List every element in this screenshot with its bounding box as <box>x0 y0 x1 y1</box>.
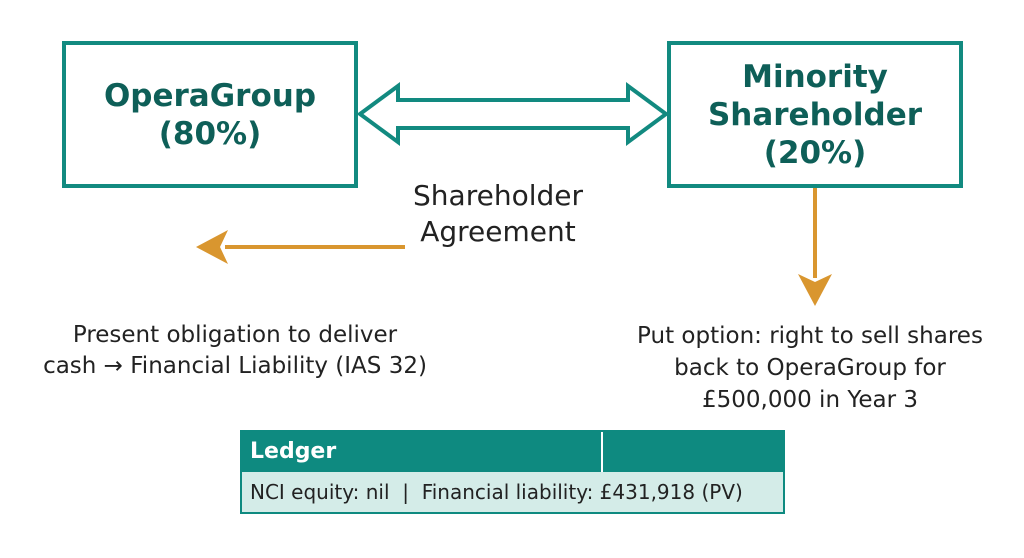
ledger-title: Ledger <box>242 432 603 472</box>
ledger-row: NCI equity: nil | Financial liability: £… <box>242 472 783 512</box>
bidirectional-arrow <box>356 82 670 146</box>
operagroup-name: OperaGroup <box>103 77 317 114</box>
minority-share: (20%) <box>763 134 867 171</box>
put-arrow-head <box>798 274 832 306</box>
ledger-header-empty-cell <box>603 432 783 472</box>
operagroup-node: OperaGroup (80%) <box>62 41 358 188</box>
operagroup-share: (80%) <box>158 115 262 152</box>
obligation-label-line1: Present obligation to deliver <box>72 322 398 348</box>
ledger-table: Ledger NCI equity: nil | Financial liabi… <box>240 430 785 514</box>
put-option-label: Put option: right to sell shares back to… <box>610 320 1010 416</box>
put-option-line2: back to OperaGroup for <box>674 355 946 381</box>
put-option-line3: £500,000 in Year 3 <box>702 387 918 413</box>
obligation-label: Present obligation to deliver cash → Fin… <box>30 320 440 382</box>
minority-name-line2: Shareholder <box>707 96 923 133</box>
agreement-label-line2: Agreement <box>420 215 576 248</box>
obligation-arrow-head <box>196 230 228 264</box>
minority-shareholder-node: Minority Shareholder (20%) <box>667 41 963 188</box>
agreement-label-line1: Shareholder <box>413 179 583 212</box>
ledger-header: Ledger <box>242 432 783 472</box>
agreement-label: Shareholder Agreement <box>398 178 598 250</box>
minority-name-line1: Minority <box>742 58 888 95</box>
obligation-label-line2: cash → Financial Liability (IAS 32) <box>43 353 427 379</box>
put-option-line1: Put option: right to sell shares <box>637 323 983 349</box>
